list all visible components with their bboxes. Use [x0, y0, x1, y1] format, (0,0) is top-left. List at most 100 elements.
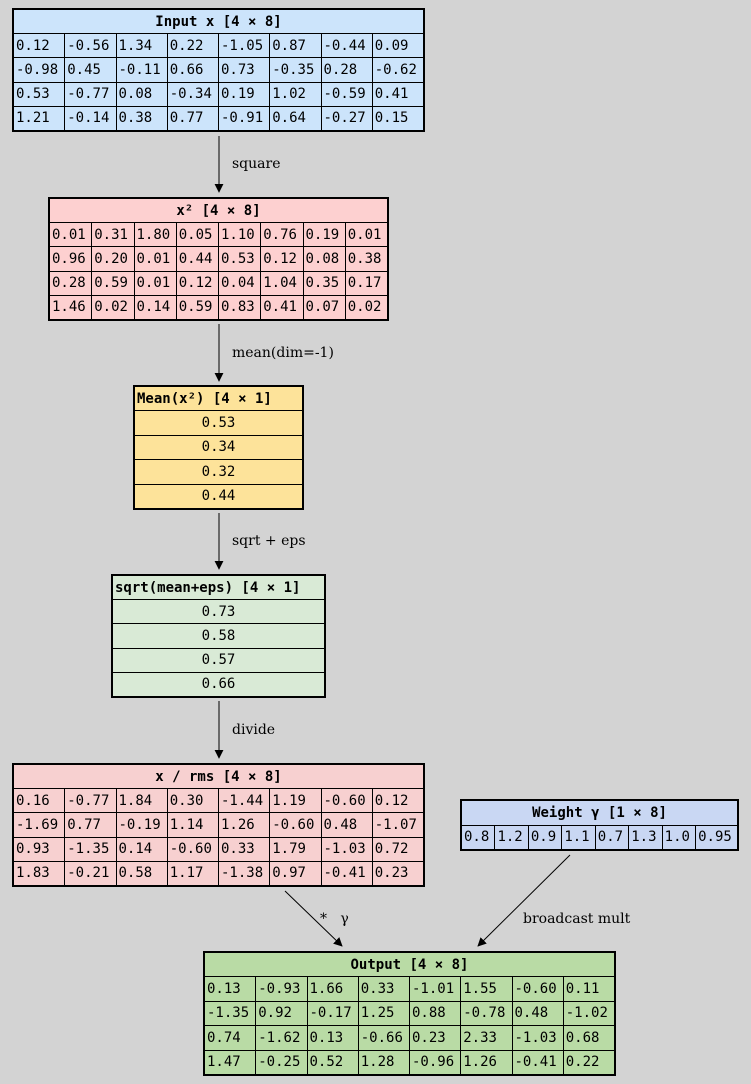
matrix-cell: -0.96 [410, 1050, 461, 1074]
matrix-cell: 0.28 [50, 271, 92, 295]
matrix-cell: 0.33 [219, 837, 270, 861]
matrix-cell: 1.0 [662, 825, 696, 849]
matrix-cell: 0.32 [135, 460, 302, 484]
matrix-cell: -0.60 [321, 789, 372, 813]
matrix-cell: 0.93 [14, 837, 65, 861]
matrix-cell: 0.95 [696, 825, 737, 849]
matrix-cell: 0.08 [116, 82, 167, 106]
matrix-cell: 0.12 [14, 34, 65, 58]
matrix-cell: 0.58 [113, 624, 324, 648]
node-title: Input x [4 × 8] [14, 10, 423, 34]
matrix-cell: 0.15 [372, 106, 423, 130]
matrix-cell: -1.35 [205, 1001, 256, 1026]
matrix-cell: 0.09 [372, 34, 423, 58]
matrix-cell: 0.48 [321, 813, 372, 837]
matrix-cell: 0.68 [563, 1026, 614, 1050]
matrix-cell: 0.64 [270, 106, 321, 130]
matrix-cell: 0.77 [65, 813, 116, 837]
matrix-cell: 2.33 [461, 1026, 512, 1050]
matrix-cell: -0.62 [372, 58, 423, 82]
matrix-cell: 1.25 [358, 1001, 409, 1026]
matrix-cell: 0.7 [595, 825, 629, 849]
matrix-cell: 0.12 [372, 789, 423, 813]
matrix-cell: 1.17 [167, 861, 218, 885]
matrix-cell: 1.26 [461, 1050, 512, 1074]
matrix-cell: 1.04 [261, 271, 303, 295]
edge-broadcast-arrow [477, 854, 571, 947]
matrix-cell: 0.52 [307, 1050, 358, 1074]
matrix-cell: 1.2 [495, 825, 528, 849]
matrix-cell: 0.57 [113, 648, 324, 672]
matrix-cell: -0.25 [256, 1050, 307, 1074]
matrix-cell: -0.21 [65, 861, 116, 885]
matrix-cell: 0.38 [345, 247, 387, 271]
matrix-cell: 0.05 [176, 223, 218, 247]
matrix-cell: 0.34 [135, 435, 302, 460]
matrix-cell: 0.53 [219, 247, 261, 271]
matrix-cell: 1.80 [134, 223, 176, 247]
matrix-cell: -1.03 [512, 1026, 563, 1050]
matrix-cell: -0.44 [321, 34, 372, 58]
matrix-cell: 1.19 [270, 789, 321, 813]
edge-label-times-gamma: * γ [320, 911, 349, 927]
matrix-cell: -1.03 [321, 837, 372, 861]
matrix-cell: 0.02 [345, 295, 387, 319]
matrix-cell: 0.35 [303, 271, 345, 295]
matrix-cell: 0.77 [167, 106, 218, 130]
matrix-cell: 0.8 [462, 825, 495, 849]
matrix-cell: 0.01 [50, 223, 92, 247]
matrix-cell: 0.13 [307, 1026, 358, 1050]
matrix-cell: -0.17 [307, 1001, 358, 1026]
matrix-cell: -0.93 [256, 977, 307, 1001]
matrix-cell: 0.92 [256, 1001, 307, 1026]
matrix-cell: -1.05 [219, 34, 270, 58]
matrix-cell: -0.41 [321, 861, 372, 885]
edge-label-square: square [232, 156, 281, 172]
matrix-cell: -1.44 [219, 789, 270, 813]
matrix-cell: 0.45 [65, 58, 116, 82]
matrix-cell: 0.33 [358, 977, 409, 1001]
matrix-cell: -0.34 [167, 82, 218, 106]
matrix-cell: 0.19 [219, 82, 270, 106]
matrix-cell: 1.10 [219, 223, 261, 247]
matrix-cell: -0.41 [512, 1050, 563, 1074]
matrix-cell: 0.02 [92, 295, 134, 319]
matrix-cell: 0.87 [270, 34, 321, 58]
matrix-cell: -1.69 [14, 813, 65, 837]
matrix-cell: 0.53 [14, 82, 65, 106]
matrix-cell: 1.55 [461, 977, 512, 1001]
matrix-cell: 1.83 [14, 861, 65, 885]
matrix-cell: 1.46 [50, 295, 92, 319]
matrix-cell: -0.78 [461, 1001, 512, 1026]
matrix-cell: 1.28 [358, 1050, 409, 1074]
matrix-cell: 0.07 [303, 295, 345, 319]
matrix-cell: 0.19 [303, 223, 345, 247]
matrix-cell: 1.66 [307, 977, 358, 1001]
matrix-cell: -0.60 [512, 977, 563, 1001]
matrix-cell: 0.16 [14, 789, 65, 813]
matrix-cell: 0.22 [167, 34, 218, 58]
matrix-cell: 0.12 [261, 247, 303, 271]
matrix-cell: -0.91 [219, 106, 270, 130]
matrix-cell: 0.88 [410, 1001, 461, 1026]
matrix-cell: 0.23 [372, 861, 423, 885]
matrix-cell: 0.28 [321, 58, 372, 82]
node-title: Mean(x²) [4 × 1] [135, 387, 302, 411]
matrix-cell: -0.60 [167, 837, 218, 861]
node-title: Weight γ [1 × 8] [462, 801, 737, 825]
matrix-cell: 0.01 [345, 223, 387, 247]
matrix-cell: 0.41 [372, 82, 423, 106]
matrix-cell: 1.14 [167, 813, 218, 837]
matrix-cell: -0.56 [65, 34, 116, 58]
node-title: x² [4 × 8] [50, 199, 387, 223]
matrix-cell: 0.59 [92, 271, 134, 295]
matrix-cell: 0.01 [134, 247, 176, 271]
matrix-cell: -0.66 [358, 1026, 409, 1050]
matrix-cell: 1.84 [116, 789, 167, 813]
